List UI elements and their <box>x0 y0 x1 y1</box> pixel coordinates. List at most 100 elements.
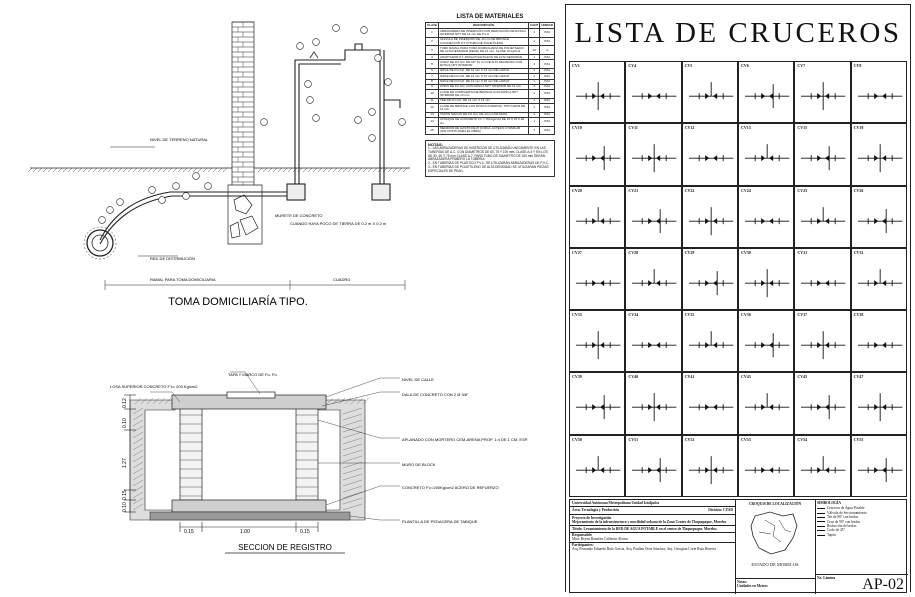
callout-bubble <box>306 96 314 104</box>
symbol-label: Cruz de 90° con bridas <box>827 519 860 524</box>
units-label: Notas: <box>737 580 747 584</box>
crossing-symbol <box>576 395 621 420</box>
crossing-symbol <box>632 393 677 422</box>
participants-names: Arq. Fernando Eduardo Ruíz García, Arq. … <box>572 547 716 552</box>
callout-bubble <box>98 216 106 224</box>
crossing-cell: CV26 <box>850 185 907 248</box>
header-clave: CLAVE <box>425 21 439 30</box>
note-3: 3.- EN TUBERÍAS DE POLIETILENO DE ALTA D… <box>428 164 549 173</box>
crossing-symbol <box>857 457 902 482</box>
registry-section-title: SECCION DE REGISTRO <box>238 543 332 552</box>
row-cant: 1 <box>527 116 541 127</box>
crossing-cell: CV25 <box>794 185 851 248</box>
callout-bubble <box>384 78 392 86</box>
crossing-code: CV50 <box>572 436 582 442</box>
crossing-cell: CV54 <box>794 434 851 497</box>
symbol-label: Tee de 90° con bridas <box>827 515 859 520</box>
row-descripcion: MEDIDOR DE GASTO DE Ø 13 MCA. ACTECO O S… <box>438 125 529 136</box>
crossing-cell: CV34 <box>625 310 682 373</box>
symbol-icon <box>817 512 825 514</box>
crossing-symbol <box>576 146 621 171</box>
row-clave: 4 <box>425 54 439 61</box>
row-unidad: PZA <box>539 59 555 69</box>
row-unidad: PZA <box>539 28 555 38</box>
row-unidad: PZA <box>539 103 555 113</box>
materials-header-row: CLAVE DESCRIPCIÓN CANT UNIDAD <box>425 21 555 30</box>
crossing-code: CV22 <box>684 187 695 193</box>
crossing-cell: CV24 <box>738 185 795 248</box>
crossing-code: CV53 <box>741 436 751 442</box>
crossing-cell: CV13 <box>738 123 795 186</box>
crossing-symbol <box>688 270 733 295</box>
participants-label: Participantes: <box>572 542 594 547</box>
crossing-code: CV43 <box>741 374 751 380</box>
crossing-cell: CV37 <box>794 310 851 373</box>
crossing-cell: CV20 <box>569 185 626 248</box>
symbology-item: Reducción de bridas <box>817 524 906 528</box>
crossing-code: CV6 <box>741 63 749 68</box>
aplanado-callout: APLANADO CON MORTERO CEM-ARENA PROP. 1:4… <box>402 437 528 442</box>
crossing-cell: CV39 <box>569 372 626 435</box>
callout-bubble <box>368 134 376 142</box>
symbology-item: Codo de 45° <box>817 528 906 532</box>
crossing-symbol <box>745 466 790 473</box>
row-clave: 9 <box>425 83 439 91</box>
crossing-cell: CV7 <box>794 61 851 124</box>
row-cant: 1 <box>527 103 541 113</box>
crossing-cell: CV8 <box>850 61 907 124</box>
crossing-symbol <box>688 455 733 484</box>
callout-bubble <box>116 198 124 206</box>
cuadro-label: CUADRO <box>333 277 350 282</box>
dim-v-4: 0.15 <box>122 490 128 500</box>
crossing-code: CV24 <box>741 187 751 193</box>
crossing-symbol <box>688 331 733 349</box>
crossing-symbol <box>857 268 902 286</box>
row-cant: 1 <box>527 89 541 99</box>
crossing-cell: CV53 <box>738 434 795 497</box>
crossing-symbol <box>632 268 677 286</box>
row-clave: 11 <box>425 97 439 105</box>
crossing-cell: CV15 <box>794 123 851 186</box>
notes-box: NOTAS: 1.- LAS ABRAZADERAS DE INSERCIÓN … <box>425 140 555 177</box>
losa-callout: LOSA SUPERIOR CONCRETO F'c= 200 Kg/cm2 <box>110 384 198 389</box>
crossing-symbol <box>688 404 733 411</box>
crossing-symbol <box>801 395 846 420</box>
callout-bubble <box>296 42 304 50</box>
row-descripcion: ATRAQUE DE CONCRETO F'c = 150 kg/cm2 DE … <box>438 116 529 127</box>
crossing-cell: CV36 <box>738 310 795 373</box>
crossing-cell: CV10 <box>569 123 626 186</box>
crossing-symbol <box>688 206 733 235</box>
responsible-label: Responsable: <box>572 533 593 538</box>
crossing-code: CV8 <box>853 63 862 68</box>
title-block: Universidad Autónoma Metropolitana Unida… <box>569 499 908 594</box>
drawing-title: Título: Levantamiento de la RED DE AGUA … <box>570 526 735 534</box>
dala-callout: DALA DE CONCRETO CON 2 Ø 3/8" <box>402 392 469 397</box>
crossing-symbol <box>632 93 677 100</box>
crossing-cell: CV19 <box>850 123 907 186</box>
crossing-symbol <box>576 331 621 360</box>
row-clave: 12 <box>425 103 439 113</box>
units-block: Notas: Unidades en Metros <box>735 578 815 590</box>
crossing-cell: CV47 <box>850 372 907 435</box>
crossing-symbol <box>857 93 902 100</box>
ground-level-label: NIVEL DE TERRENO NATURAL <box>150 137 209 142</box>
crossing-symbol <box>576 455 621 473</box>
crossing-cell: CV1 <box>569 61 626 124</box>
callout-bubble <box>312 38 320 46</box>
crossing-symbol <box>632 208 677 233</box>
symbol-icon <box>817 525 825 527</box>
crossing-code: CV21 <box>628 187 639 193</box>
crossing-code: CV34 <box>628 312 639 318</box>
crossing-symbol <box>576 82 621 111</box>
crossing-code: CV5 <box>684 63 693 68</box>
crossing-code: CV7 <box>797 63 806 68</box>
crossing-symbol <box>745 144 790 162</box>
row-unidad: PZA <box>539 36 555 47</box>
crossing-code: CV30 <box>741 249 751 255</box>
registry-section <box>129 391 370 521</box>
